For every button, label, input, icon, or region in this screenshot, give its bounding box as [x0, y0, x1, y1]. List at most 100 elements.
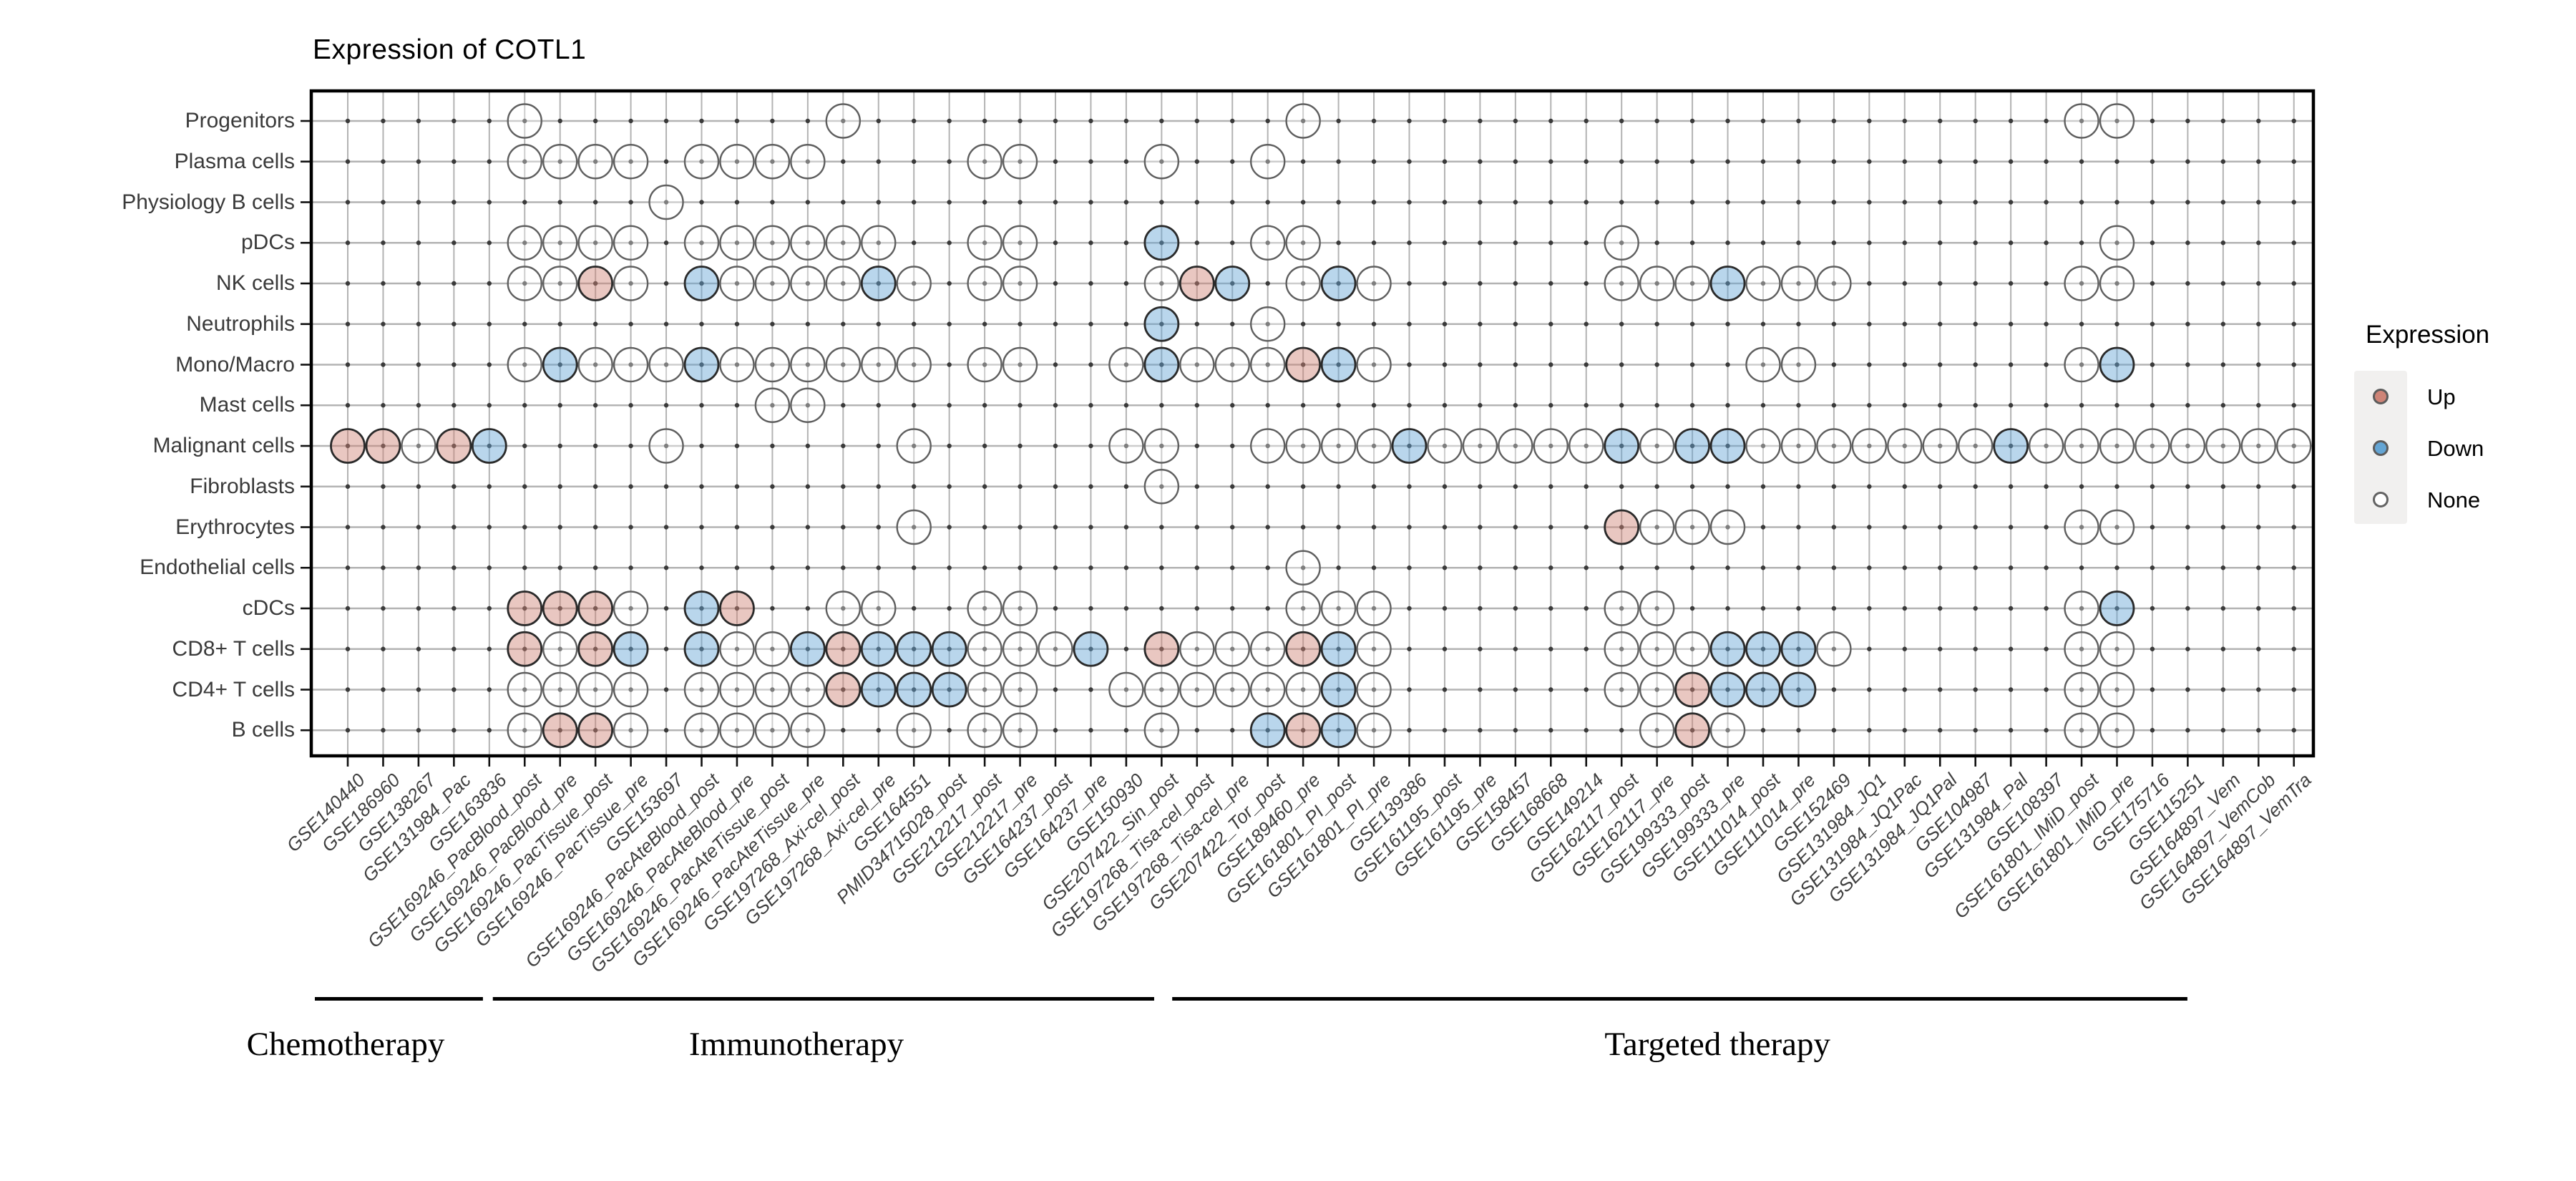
- grid-intersection-dot: [1088, 728, 1093, 733]
- grid-intersection-dot: [734, 281, 740, 286]
- grid-intersection-dot: [2220, 525, 2226, 530]
- grid-intersection-dot: [592, 606, 598, 611]
- data-point-none: [1639, 671, 1675, 708]
- grid-intersection-dot: [699, 687, 704, 692]
- data-point-none: [967, 631, 1002, 667]
- data-point-up: [1674, 671, 1711, 708]
- grid-intersection-dot: [947, 362, 952, 367]
- data-point-up: [1179, 266, 1215, 301]
- grid-intersection-dot: [699, 525, 704, 530]
- data-point-none: [1002, 590, 1038, 626]
- data-point-none: [719, 346, 755, 383]
- data-point-down: [1320, 712, 1357, 749]
- grid-intersection-dot: [452, 646, 457, 651]
- data-point-up: [577, 631, 614, 667]
- grid-intersection-dot: [1018, 159, 1023, 164]
- data-point-none: [754, 712, 791, 748]
- data-point-none: [1002, 671, 1038, 708]
- y-axis-label: Progenitors: [185, 109, 295, 132]
- grid-intersection-dot: [876, 118, 881, 124]
- grid-intersection-dot: [2150, 646, 2155, 651]
- data-point-none: [719, 266, 755, 301]
- grid-intersection-dot: [1371, 281, 1377, 286]
- grid-intersection-dot: [1265, 484, 1270, 489]
- grid-intersection-dot: [628, 321, 633, 326]
- data-point-up: [577, 590, 614, 626]
- grid-intersection-dot: [2079, 565, 2084, 570]
- data-point-none: [1320, 590, 1357, 626]
- grid-intersection-dot: [2150, 728, 2155, 733]
- grid-intersection-dot: [2220, 606, 2226, 611]
- data-point-none: [1002, 631, 1038, 667]
- grid-intersection-dot: [947, 281, 952, 286]
- data-point-none: [2064, 712, 2099, 748]
- grid-intersection-dot: [734, 443, 740, 449]
- data-point-none: [967, 346, 1002, 383]
- grid-intersection-dot: [982, 687, 987, 692]
- grid-intersection-dot: [1053, 159, 1058, 164]
- grid-intersection-dot: [699, 118, 704, 124]
- grid-intersection-dot: [1088, 525, 1093, 530]
- grid-intersection-dot: [1938, 403, 1943, 408]
- grid-intersection-dot: [805, 159, 811, 164]
- grid-intersection-dot: [1831, 159, 1837, 164]
- grid-intersection-dot: [452, 728, 457, 733]
- grid-intersection-dot: [1584, 728, 1589, 733]
- data-point-none: [1002, 346, 1038, 383]
- data-point-none: [507, 712, 542, 748]
- grid-intersection-dot: [592, 281, 598, 286]
- grid-intersection-dot: [1123, 646, 1129, 651]
- grid-intersection-dot: [734, 565, 740, 570]
- grid-intersection-dot: [1478, 606, 1483, 611]
- grid-intersection-dot: [947, 200, 952, 205]
- grid-intersection-dot: [1159, 362, 1164, 367]
- grid-intersection-dot: [1654, 687, 1659, 692]
- grid-intersection-dot: [2220, 565, 2226, 570]
- grid-intersection-dot: [663, 118, 669, 124]
- grid-intersection-dot: [522, 281, 527, 286]
- grid-intersection-dot: [841, 606, 846, 611]
- grid-intersection-dot: [1725, 687, 1730, 692]
- grid-intersection-dot: [1159, 443, 1164, 449]
- grid-intersection-dot: [1796, 687, 1801, 692]
- grid-intersection-dot: [345, 565, 351, 570]
- grid-intersection-dot: [734, 200, 740, 205]
- grid-intersection-dot: [2256, 159, 2261, 164]
- grid-intersection-dot: [912, 565, 917, 570]
- grid-intersection-dot: [1584, 281, 1589, 286]
- grid-intersection-dot: [1513, 606, 1518, 611]
- data-point-down: [1709, 428, 1746, 464]
- grid-intersection-dot: [2044, 159, 2049, 164]
- data-point-none: [683, 671, 720, 708]
- data-point-none: [2064, 428, 2099, 464]
- data-point-down: [1709, 266, 1746, 301]
- grid-intersection-dot: [1123, 200, 1129, 205]
- grid-intersection-dot: [1265, 159, 1270, 164]
- data-point-none: [577, 346, 613, 383]
- grid-intersection-dot: [2114, 728, 2119, 733]
- grid-intersection-dot: [345, 321, 351, 326]
- grid-intersection-dot: [1265, 565, 1270, 570]
- grid-intersection-dot: [982, 606, 987, 611]
- grid-intersection-dot: [876, 525, 881, 530]
- grid-intersection-dot: [1123, 240, 1129, 246]
- data-point-none: [754, 671, 791, 708]
- grid-intersection-dot: [1513, 484, 1518, 489]
- grid-intersection-dot: [1088, 403, 1093, 408]
- grid-intersection-dot: [2114, 606, 2119, 611]
- grid-intersection-dot: [734, 728, 740, 733]
- data-point-none: [507, 266, 542, 301]
- grid-intersection-dot: [1018, 728, 1023, 733]
- grid-intersection-dot: [663, 565, 669, 570]
- grid-intersection-dot: [1584, 525, 1589, 530]
- grid-intersection-dot: [2185, 118, 2190, 124]
- grid-intersection-dot: [2079, 362, 2084, 367]
- grid-intersection-dot: [2256, 525, 2261, 530]
- data-point-none: [1356, 428, 1392, 464]
- grid-intersection-dot: [2114, 240, 2119, 246]
- grid-intersection-dot: [1088, 200, 1093, 205]
- grid-intersection-dot: [2256, 200, 2261, 205]
- data-point-none: [861, 225, 897, 261]
- grid-intersection-dot: [1159, 240, 1164, 246]
- grid-intersection-dot: [1619, 240, 1624, 246]
